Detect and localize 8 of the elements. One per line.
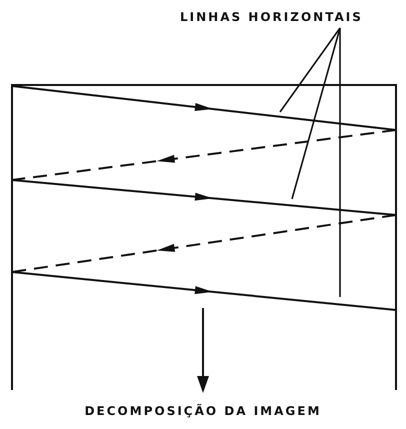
leader-line (291, 28, 341, 200)
leader-line (339, 28, 341, 297)
leader-line (279, 28, 341, 112)
callout-text: LINHAS HORIZONTAIS (180, 10, 363, 24)
caption: DECOMPOSIÇÃO DA IMAGEM (84, 404, 322, 418)
scan-line (12, 179, 396, 216)
scan-line (12, 85, 396, 131)
scan-line (12, 271, 396, 311)
